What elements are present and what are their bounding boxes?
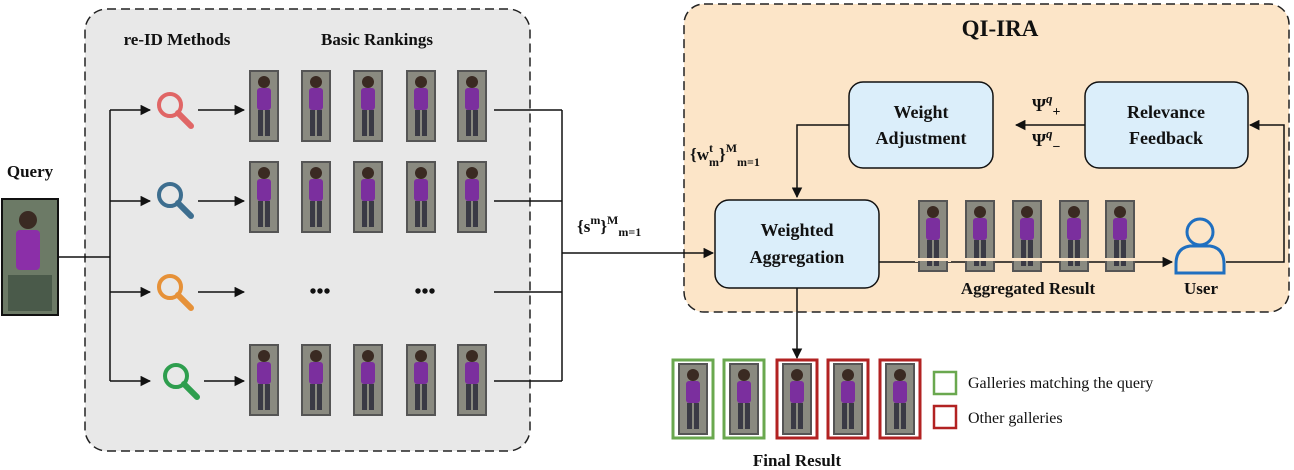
rankings-header: Basic Rankings xyxy=(321,30,433,49)
magnifier-icon xyxy=(163,363,200,400)
legend-other-label: Other galleries xyxy=(968,410,1063,427)
methods-header: re-ID Methods xyxy=(124,30,231,49)
svg-text:Relevance: Relevance xyxy=(1127,102,1205,122)
ellipsis: ••• xyxy=(309,281,330,303)
aggregated-result-images xyxy=(915,200,1135,272)
user-icon xyxy=(1174,217,1226,275)
legend-other-swatch xyxy=(932,404,958,430)
svg-text:Weighted: Weighted xyxy=(760,220,833,240)
svg-text:Feedback: Feedback xyxy=(1129,128,1203,148)
aggregated-result-label: Aggregated Result xyxy=(961,279,1096,298)
magnifier-icon xyxy=(157,182,194,219)
final-result-images xyxy=(671,358,922,440)
legend-match-label: Galleries matching the query xyxy=(968,375,1153,392)
magnifier-icon xyxy=(157,92,194,129)
rankings-merge-lines xyxy=(494,109,715,382)
qi-ira-title: QI-IRA xyxy=(962,16,1039,41)
query-image xyxy=(1,198,59,316)
psi-minus-label: Ψq− xyxy=(1032,126,1061,155)
query-branch-lines xyxy=(58,104,152,387)
weight-adjustment-node: Weight Adjustment xyxy=(848,81,994,169)
relevance-feedback-node: Relevance Feedback xyxy=(1084,81,1249,169)
ellipsis: ••• xyxy=(414,281,435,303)
user-label: User xyxy=(1184,279,1218,298)
psi-plus-label: Ψq+ xyxy=(1032,91,1061,120)
method-arrows xyxy=(198,104,246,387)
svg-text:Adjustment: Adjustment xyxy=(875,128,966,148)
svg-text:Aggregation: Aggregation xyxy=(750,247,845,267)
final-result-label: Final Result xyxy=(753,451,842,470)
magnifier-icon xyxy=(157,274,194,311)
query-label: Query xyxy=(7,162,54,181)
svg-text:Weight: Weight xyxy=(893,102,948,122)
weighted-aggregation-node: Weighted Aggregation xyxy=(714,199,880,289)
legend-match-swatch xyxy=(932,370,958,396)
scores-label: {sm}Mm=1 xyxy=(577,213,641,239)
